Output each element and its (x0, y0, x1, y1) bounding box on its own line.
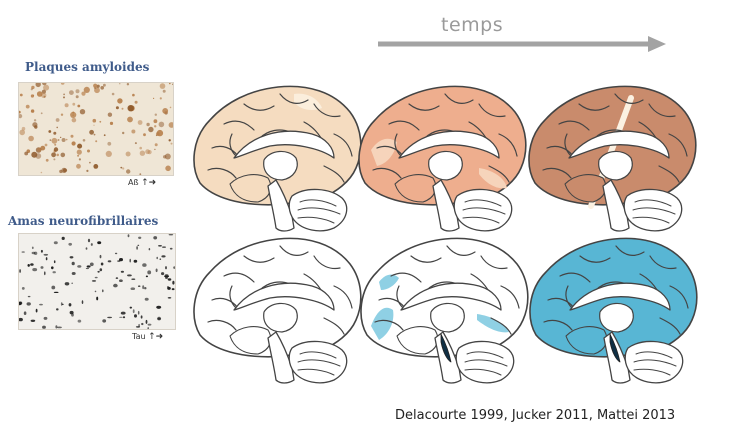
up-arrow-icon: ↑ (141, 178, 149, 188)
row-title-tau: Amas neurofibrillaires (8, 214, 158, 228)
brain-amyloid-stage-2 (349, 78, 531, 240)
brain-tau-stage-1 (184, 230, 366, 392)
row-title-amyloid: Plaques amyloides (25, 60, 149, 74)
amyloid-micrograph (18, 82, 174, 176)
brain-tau-stage-2 (351, 230, 533, 392)
brain-amyloid-stage-1 (184, 78, 366, 240)
marker-label-amyloid: Aß (128, 178, 139, 187)
citation: Delacourte 1999, Jucker 2011, Mattei 201… (395, 408, 675, 423)
tau-micrograph (18, 233, 176, 330)
timeline-label: temps (441, 14, 503, 36)
amyloid-marker: Aß ↑➜ (128, 178, 156, 188)
tau-marker: Tau ↑➜ (132, 332, 163, 342)
right-arrow-icon: ➜ (156, 332, 164, 342)
up-arrow-icon: ↑ (148, 332, 156, 342)
marker-label-tau: Tau (132, 332, 146, 341)
brain-amyloid-stage-3 (519, 78, 701, 240)
right-arrow-icon: ➜ (149, 178, 157, 188)
brain-tau-stage-3 (520, 230, 702, 392)
timeline-arrow (378, 34, 668, 54)
